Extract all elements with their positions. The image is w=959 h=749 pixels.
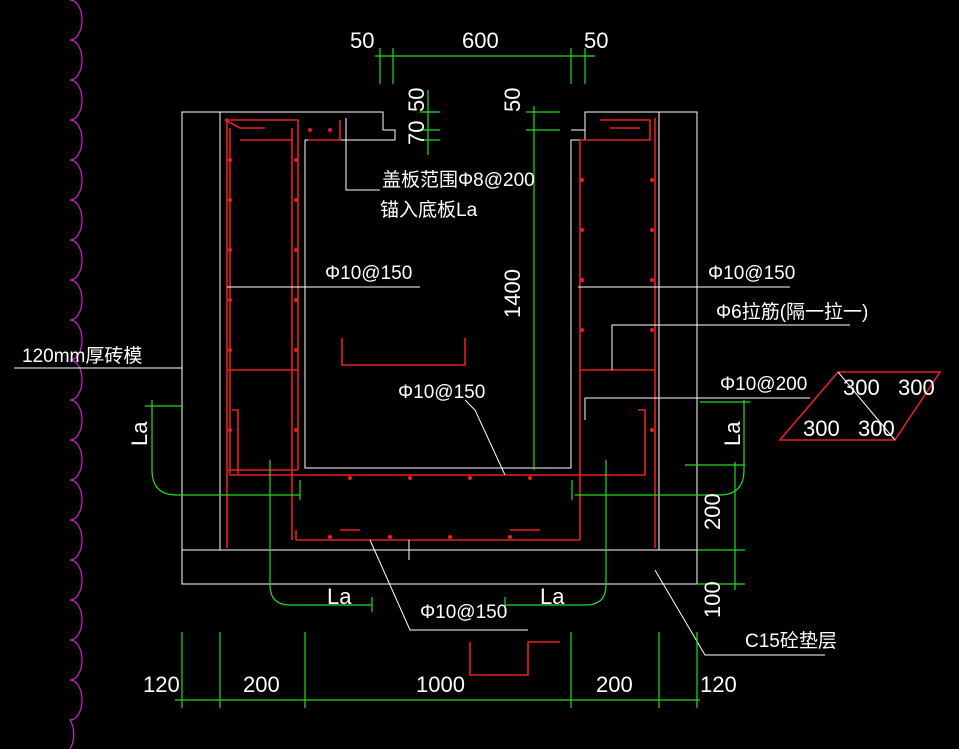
dim-cover-50-left: 50 bbox=[404, 88, 429, 112]
label-anchor-bottom: 锚入底板La bbox=[380, 199, 478, 221]
dim-bottom-120-right: 120 bbox=[700, 672, 737, 697]
label-left-wall-rebar: Φ10@150 bbox=[325, 263, 412, 284]
label-la-bottom-left: La bbox=[327, 584, 352, 609]
spacing-legend bbox=[778, 371, 942, 441]
legend-bottom-left: 300 bbox=[803, 416, 840, 441]
dim-bottom-200-right: 200 bbox=[596, 672, 633, 697]
label-slab-rebar-top: Φ10@150 bbox=[398, 382, 485, 403]
dim-cover-70: 70 bbox=[404, 121, 429, 145]
dim-top-600: 600 bbox=[462, 28, 499, 53]
brick-mold-right bbox=[658, 111, 698, 551]
dim-depth-1400: 1400 bbox=[500, 269, 525, 318]
label-la-left-vertical: La bbox=[127, 421, 152, 446]
leader-lines bbox=[14, 118, 850, 656]
dim-bottom-120-left: 120 bbox=[143, 672, 180, 697]
legend-top-right: 300 bbox=[898, 375, 935, 400]
dimension-text: 50 600 50 50 70 50 1400 200 100 120 200 … bbox=[143, 28, 737, 697]
dim-bottom-200-left: 200 bbox=[243, 672, 280, 697]
label-brick-mold: 120mm厚砖模 bbox=[22, 345, 142, 367]
dim-top-50-right: 50 bbox=[584, 28, 608, 53]
label-slab-rebar-bottom: Φ10@150 bbox=[420, 602, 507, 623]
cushion-layer bbox=[181, 549, 698, 585]
dim-top-50-left: 50 bbox=[350, 28, 374, 53]
label-la-right-vertical: La bbox=[720, 421, 745, 446]
dimension-lines bbox=[145, 48, 750, 708]
dim-right-100: 100 bbox=[700, 581, 725, 618]
label-right-dist-rebar: Φ10@200 bbox=[720, 374, 807, 395]
label-tie-bar: Φ6拉筋(隔一拉一) bbox=[716, 301, 868, 323]
rebar-group bbox=[224, 118, 656, 676]
legend-text: 300 300 300 300 bbox=[803, 375, 935, 441]
legend-top-left: 300 bbox=[843, 375, 880, 400]
label-cushion: C15砼垫层 bbox=[745, 630, 837, 652]
revision-cloud-border bbox=[68, 0, 83, 749]
label-la-bottom-right: La bbox=[540, 584, 565, 609]
dim-cover-50-right: 50 bbox=[500, 88, 525, 112]
brick-mold-left bbox=[181, 111, 221, 551]
dim-bottom-1000: 1000 bbox=[416, 672, 465, 697]
annotation-text: 盖板范围Φ8@200 锚入底板La Φ10@150 Φ10@150 Φ6拉筋(隔… bbox=[22, 169, 868, 652]
trench-concrete-outline bbox=[219, 111, 660, 551]
label-right-wall-rebar: Φ10@150 bbox=[708, 263, 795, 284]
legend-bottom-right: 300 bbox=[858, 416, 895, 441]
label-cover-rebar: 盖板范围Φ8@200 bbox=[382, 169, 535, 191]
dim-right-200: 200 bbox=[700, 493, 725, 530]
